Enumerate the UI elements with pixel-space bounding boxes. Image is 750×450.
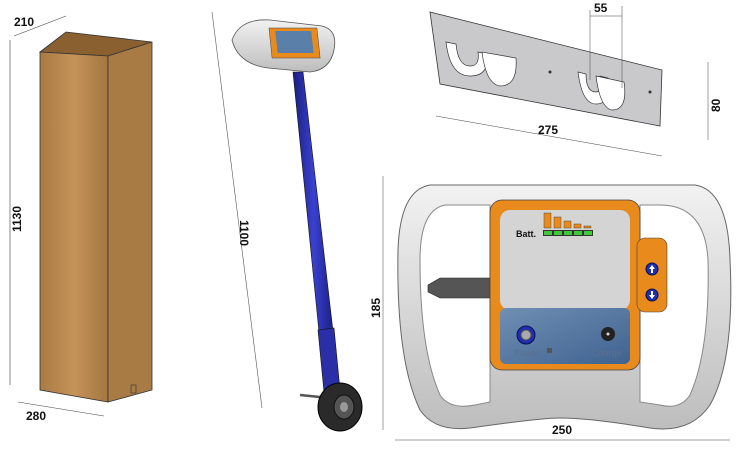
power-label: Power — [514, 348, 540, 358]
controller-front-view — [382, 176, 732, 441]
dim-pole-length: 1100 — [237, 220, 251, 246]
arrow-down-icon[interactable] — [645, 288, 659, 302]
charge-port[interactable] — [601, 327, 615, 341]
battery-indicator — [543, 212, 593, 236]
battery-label: Batt. — [516, 229, 536, 239]
dim-plate-slot: 55 — [594, 1, 608, 15]
dim-box-height: 1130 — [10, 206, 24, 232]
wall-plate — [429, 6, 709, 157]
dim-controller-height: 185 — [369, 298, 383, 318]
pole-controller — [211, 11, 363, 432]
arrow-up-icon[interactable] — [645, 262, 659, 276]
wooden-box — [9, 15, 153, 417]
power-led — [547, 348, 552, 353]
dim-box-depth: 210 — [14, 15, 34, 29]
power-button[interactable] — [516, 325, 536, 345]
dim-plate-height: 80 — [709, 98, 723, 112]
charge-label: Charge — [592, 348, 622, 358]
dim-box-width: 280 — [26, 409, 46, 423]
dim-controller-width: 250 — [552, 423, 572, 437]
dim-plate-width: 275 — [538, 123, 558, 137]
